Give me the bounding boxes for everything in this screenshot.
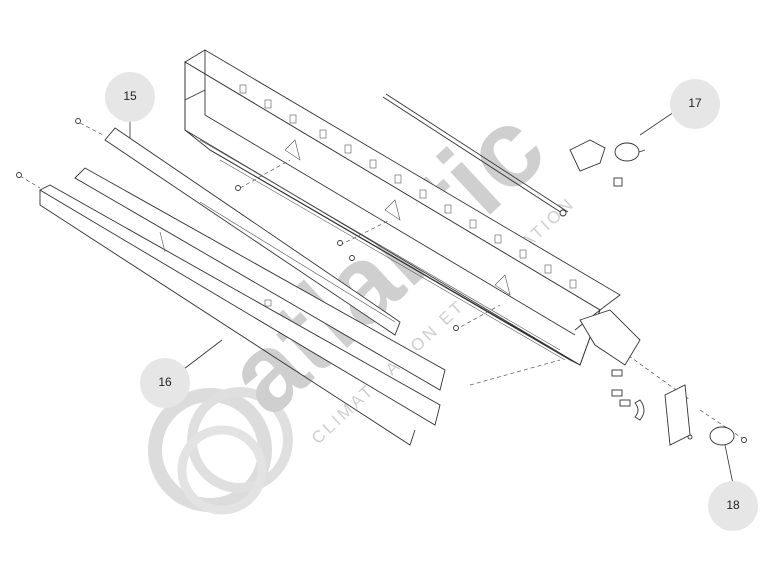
callout-17: 17 bbox=[670, 79, 720, 129]
long-rod bbox=[382, 93, 569, 217]
callout-15: 15 bbox=[105, 72, 155, 122]
trim-strip-15 bbox=[74, 127, 446, 391]
motor-assembly-17 bbox=[569, 139, 646, 187]
main-housing-frame bbox=[184, 49, 621, 366]
callout-18-label: 18 bbox=[726, 498, 740, 512]
callout-17-label: 17 bbox=[688, 96, 702, 110]
callout-16-label: 16 bbox=[158, 375, 172, 389]
leader-lines bbox=[129, 111, 734, 485]
watermark-logo-icon bbox=[148, 387, 293, 515]
end-assembly-18 bbox=[579, 309, 735, 446]
callout-16: 16 bbox=[140, 358, 190, 408]
front-panel-16 bbox=[39, 184, 441, 446]
callout-18: 18 bbox=[708, 481, 758, 531]
assembly-lines bbox=[19, 122, 746, 441]
callout-15-label: 15 bbox=[123, 89, 137, 103]
